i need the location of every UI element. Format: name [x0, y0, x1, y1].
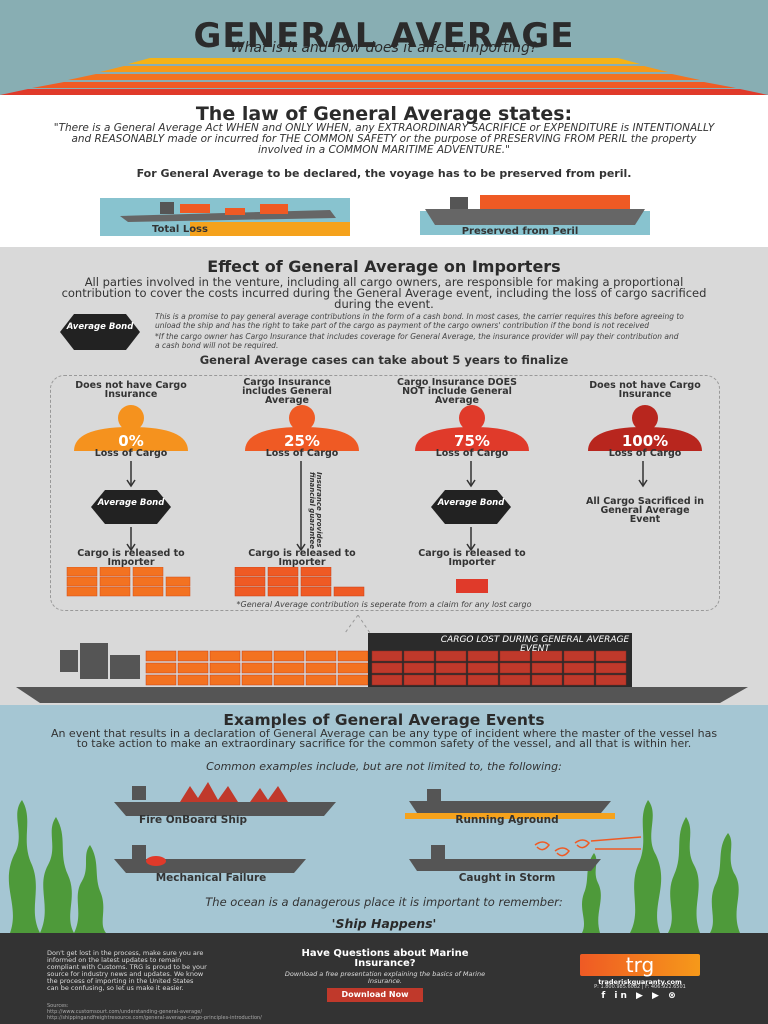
- ship-happens: 'Ship Happens': [331, 916, 437, 931]
- law-section: The law of General Average states: "Ther…: [0, 95, 768, 247]
- sinking-ship-illustration: [100, 198, 350, 236]
- source-link[interactable]: http://www.customsourt.com/understanding…: [47, 1009, 203, 1015]
- average-bond-label: Average Bond: [97, 498, 165, 508]
- source-link[interactable]: http://shippingandfreightresource.com/ge…: [47, 1015, 262, 1021]
- case-2-label: Cargo Insurance includes General Average: [242, 377, 332, 406]
- contribution-footnote: *General Average contribution is seperat…: [236, 600, 532, 609]
- social-icons[interactable]: f in ▶ ▶ ⊗: [601, 991, 679, 1001]
- person-icon: [415, 405, 529, 451]
- fire-ship-icon: [114, 782, 336, 816]
- case-1-loss: Loss of Cargo: [94, 448, 168, 459]
- flow-arrows: [126, 461, 648, 552]
- cases-heading: General Average cases can take about 5 y…: [199, 353, 569, 367]
- example-mechanical: Mechanical Failure: [155, 872, 267, 884]
- all-cargo-sacrificed: All Cargo Sacrificed in General Average …: [586, 496, 704, 525]
- header-banner: GENERAL AVERAGE What is it and how does …: [0, 0, 768, 95]
- preserved-ship-illustration: [420, 195, 650, 235]
- average-bond-label: Average Bond: [437, 498, 505, 508]
- total-loss-label: Total Loss: [152, 224, 208, 235]
- case-4-loss: Loss of Cargo: [608, 448, 682, 459]
- person-icon: [588, 405, 702, 451]
- case-3-result: Cargo is released to Importer: [418, 548, 526, 568]
- example-aground: Running Aground: [455, 814, 559, 826]
- case-1-label: Does not have Cargo Insurance: [75, 380, 187, 400]
- case-4-percent: 100%: [621, 432, 669, 450]
- storm-ship-icon: [409, 836, 642, 871]
- case-3-percent: 75%: [454, 432, 490, 450]
- average-bond-label: Average Bond: [66, 322, 134, 332]
- case-2-result: Cargo is released to Importer: [248, 548, 356, 568]
- example-storm: Caught in Storm: [458, 872, 556, 884]
- case-3-label: Cargo Insurance DOES NOT include General…: [397, 377, 517, 406]
- page-title: GENERAL AVERAGE: [193, 16, 575, 56]
- cases-box: [50, 375, 720, 611]
- law-quote: "There is a General Average Act WHEN and…: [53, 122, 715, 156]
- aground-ship-icon: [405, 789, 615, 819]
- effect-heading: Effect of General Average on Importers: [207, 257, 561, 276]
- insurance-guarantee-label: Insurance provides financial guarantee: [308, 472, 323, 550]
- case-1-percent: 0%: [118, 432, 144, 450]
- download-button[interactable]: Download Now: [327, 988, 423, 1002]
- case-4-label: Does not have Cargo Insurance: [589, 380, 701, 400]
- examples-heading: Examples of General Average Events: [223, 711, 545, 729]
- contact-phone: P: 1.800.985.6082 | F: 406.922.6501: [594, 984, 686, 990]
- ocean-warning: The ocean is a danagerous place it is im…: [205, 895, 563, 909]
- common-examples: Common examples include, but are not lim…: [206, 760, 562, 773]
- case-1-result: Cargo is released to Importer: [77, 548, 185, 568]
- bond-note-text: This is a promise to pay general average…: [155, 312, 684, 330]
- seaweed-decoration: [8, 800, 740, 933]
- person-icon: [245, 405, 359, 451]
- container-ship-illustration: [16, 615, 748, 703]
- examples-paragraph: An event that results in a declaration o…: [50, 727, 718, 750]
- footer: Don't get lost in the process, make sure…: [0, 933, 768, 1024]
- case-2-loss: Loss of Cargo: [265, 448, 339, 459]
- mechanical-ship-icon: [114, 845, 306, 873]
- footer-info: Don't get lost in the process, make sure…: [47, 949, 207, 992]
- person-icon: [74, 405, 188, 451]
- case-2-percent: 25%: [284, 432, 320, 450]
- average-bond-octagon-icon: [91, 490, 171, 524]
- cta-text: Download a free presentation explaining …: [284, 970, 486, 985]
- sources-label: Sources:: [47, 1003, 69, 1009]
- website-link[interactable]: traderiskguaranty.com: [598, 978, 682, 986]
- law-heading: The law of General Average states:: [195, 103, 573, 125]
- page-subtitle: What is it and how does it affect import…: [230, 40, 538, 56]
- bond-note: This is a promise to pay general average…: [155, 312, 685, 350]
- cta-heading: Have Questions about Marine Insurance?: [301, 948, 469, 969]
- cargo-lost-label: CARGO LOST DURING GENERAL AVERAGE EVENT: [440, 635, 630, 654]
- sources: Sources: http://www.customsourt.com/unde…: [47, 1003, 347, 1021]
- effect-paragraph: All parties involved in the venture, inc…: [61, 275, 707, 311]
- sunset-stripes: [0, 58, 768, 95]
- bond-note-insurance: *If the cargo owner has Cargo Insurance …: [155, 332, 679, 350]
- example-fire: Fire OnBoard Ship: [139, 814, 247, 826]
- examples-section: Examples of General Average Events An ev…: [0, 705, 768, 933]
- released-cargo-stacks: [66, 567, 488, 597]
- case-3-loss: Loss of Cargo: [435, 448, 509, 459]
- effect-section: Effect of General Average on Importers A…: [0, 247, 768, 705]
- average-bond-octagon-icon: [60, 314, 140, 350]
- average-bond-octagon-icon: [431, 490, 511, 524]
- declared-text: For General Average to be declared, the …: [136, 167, 632, 180]
- trg-logo: trg: [580, 954, 700, 976]
- preserved-label: Preserved from Peril: [461, 226, 579, 237]
